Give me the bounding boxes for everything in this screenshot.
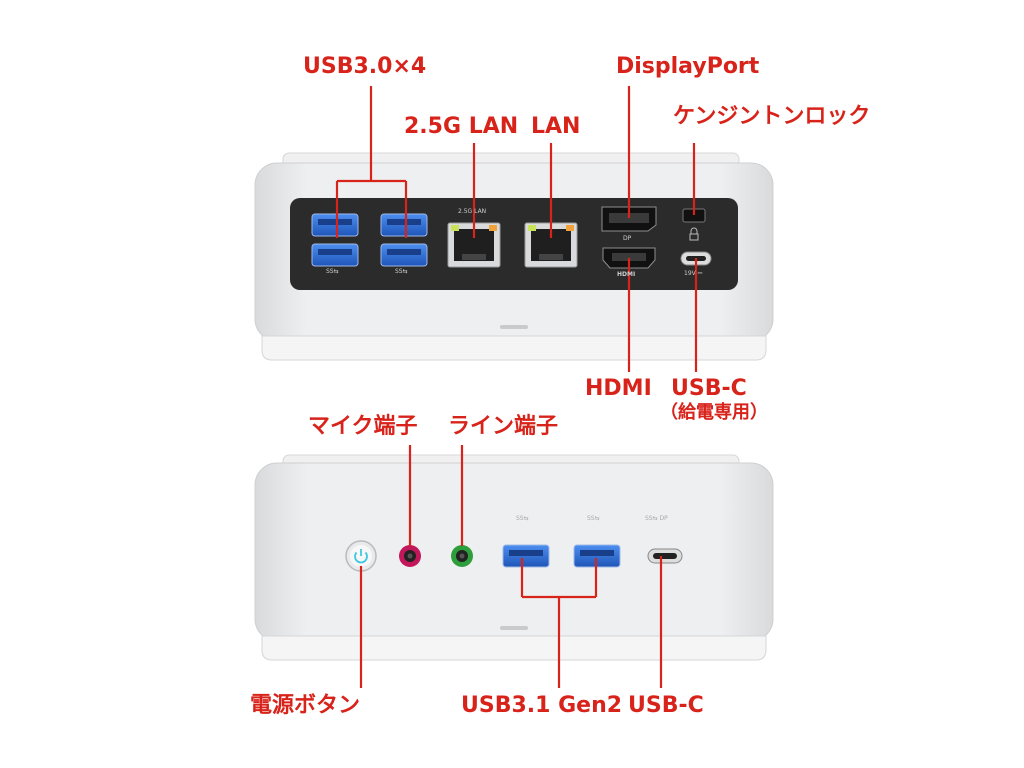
label-kensington: ケンジントンロック (673, 104, 871, 129)
front-usb-a-1 (502, 544, 550, 568)
label-usb31gen2: USB3.1 Gen2 (461, 693, 623, 718)
rear-device (254, 152, 774, 361)
silk-usb-left: SS⇆ (326, 268, 339, 275)
audio-line-jack-icon (451, 545, 473, 567)
label-line: ライン端子 (448, 414, 559, 439)
silk-lan25g: 2.5G LAN (458, 208, 487, 215)
label-hdmi: HDMI (585, 376, 652, 401)
silk-dp: DP (623, 235, 632, 242)
silk-front-usb1: SS⇆ (516, 515, 529, 522)
front-device (254, 454, 774, 661)
silk-front-usbc: SS⇆ DP (645, 515, 668, 522)
label-displayport: DisplayPort (616, 54, 760, 79)
label-front-usbc: USB-C (628, 693, 704, 718)
silk-front-usb2: SS⇆ (587, 515, 600, 522)
label-lan25g: 2.5G LAN (404, 114, 519, 139)
silk-hdmi: HDMI (617, 271, 636, 278)
microphone-jack-icon (399, 545, 421, 567)
silk-usb-right: SS⇆ (395, 268, 408, 275)
lock-icon (689, 227, 699, 241)
front-usb-c-port (647, 548, 683, 564)
label-mic: マイク端子 (308, 414, 418, 439)
silk-dcin: 19V ⎓ (684, 270, 703, 277)
rear-usb-stack-right (380, 213, 428, 267)
label-lan: LAN (531, 114, 581, 139)
rear-usb-stack-left (311, 213, 359, 267)
label-rear-usbc: USB-C (671, 376, 747, 401)
label-power: 電源ボタン (250, 693, 361, 718)
label-usb30x4: USB3.0×4 (303, 54, 427, 79)
callout-lines (335, 86, 698, 688)
label-rear-usbc-note: （給電専用） (660, 402, 768, 423)
